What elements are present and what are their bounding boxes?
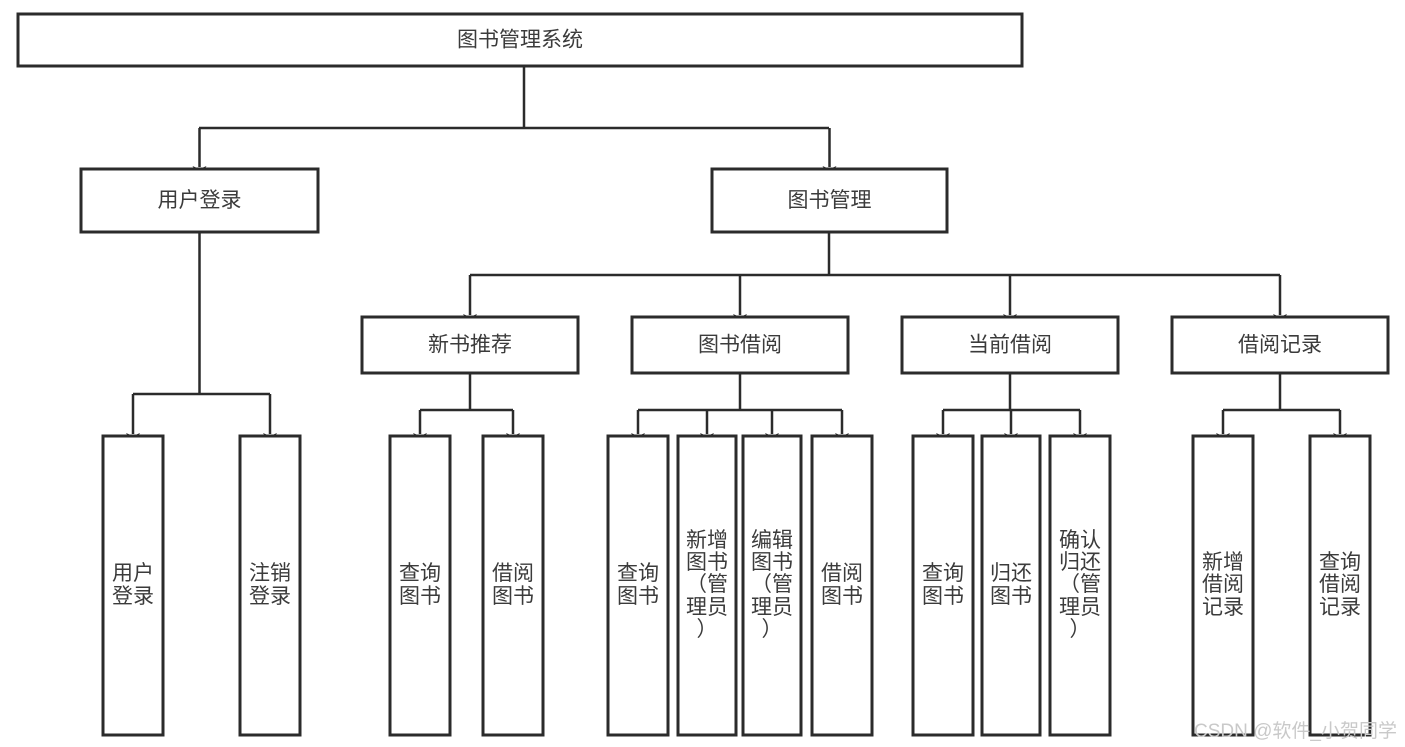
node-leaf-borrow-books-rec[interactable] [481, 434, 545, 737]
node-borrow-records[interactable] [1170, 315, 1390, 375]
node-leaf-return-books[interactable] [980, 434, 1042, 737]
node-leaf-query-books-rec[interactable] [388, 434, 452, 737]
node-user-login-label: 用户登录 [158, 189, 242, 212]
node-leaf-query-books-current[interactable] [911, 434, 975, 737]
node-user-login[interactable] [79, 167, 320, 234]
node-root-label: 图书管理系统 [457, 29, 583, 52]
node-leaf-user-login[interactable] [101, 434, 165, 737]
node-leaf-borrow-books[interactable] [810, 434, 874, 737]
connectors-layer [126, 66, 1347, 445]
node-leaf-query-books-borrow[interactable] [606, 434, 670, 737]
node-book-management-label: 图书管理 [788, 189, 872, 212]
node-current-borrow-label: 当前借阅 [968, 334, 1052, 357]
node-leaf-confirm-return-admin[interactable] [1048, 434, 1112, 737]
node-current-borrow[interactable] [900, 315, 1120, 375]
node-borrow-records-label: 借阅记录 [1238, 334, 1322, 357]
node-root-book-management-system[interactable] [16, 12, 1024, 68]
node-leaf-query-borrow-record[interactable] [1308, 434, 1372, 737]
node-leaf-add-borrow-record[interactable] [1191, 434, 1255, 737]
node-new-book-recommend-label: 新书推荐 [428, 334, 512, 357]
node-leaf-logout-login[interactable] [238, 434, 302, 737]
node-book-borrow[interactable] [630, 315, 850, 375]
node-book-borrow-label: 图书借阅 [698, 334, 782, 357]
csdn-watermark: CSDN @软件_小贺同学 [1194, 721, 1397, 742]
node-book-management[interactable] [710, 167, 949, 234]
node-leaf-add-book-admin[interactable] [676, 434, 738, 737]
node-new-book-recommend[interactable] [360, 315, 580, 375]
node-leaf-edit-book-admin[interactable] [741, 434, 803, 737]
